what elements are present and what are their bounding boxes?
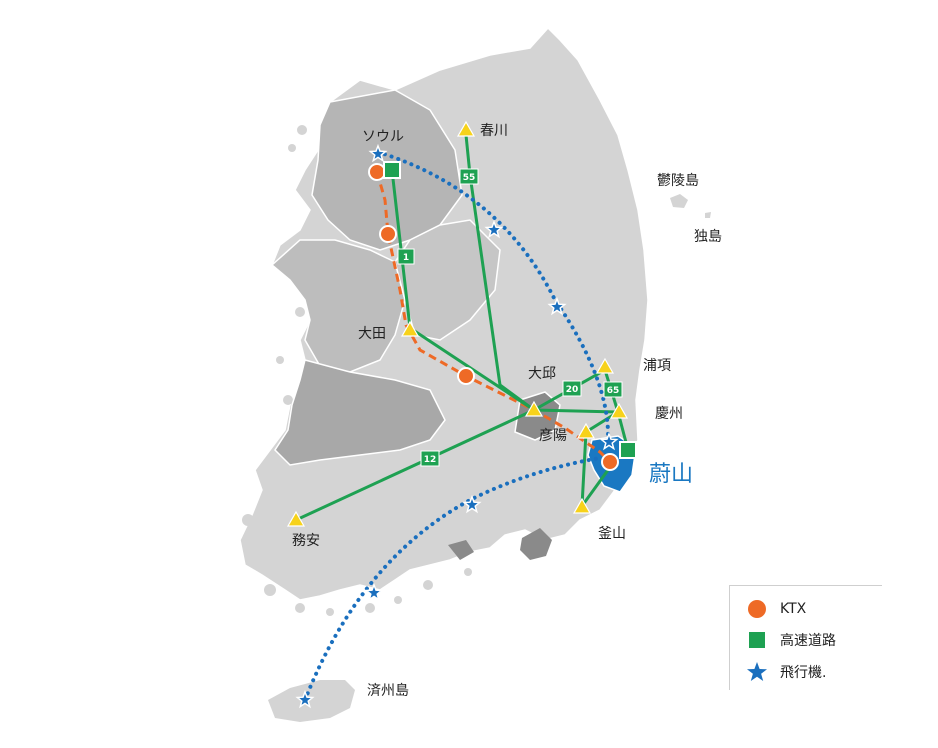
island [365, 603, 375, 613]
city-label-eonyang: 彦陽 [539, 428, 567, 444]
island [297, 125, 307, 135]
island [253, 540, 263, 550]
city-label-gyeongju: 慶州 [655, 406, 683, 422]
city-label-chuncheon: 春川 [480, 123, 508, 139]
highway-square-marker [383, 161, 401, 179]
highway-number: 65 [607, 386, 620, 396]
legend-item-highway: 高速道路 [746, 629, 836, 651]
highway-number: 55 [463, 173, 476, 183]
city-label-daegu: 大邱 [528, 366, 556, 382]
city-label-seoul: ソウル [362, 129, 404, 145]
highway-number: 12 [424, 455, 437, 465]
ulleungdo [670, 194, 688, 208]
legend-item-airplane: 飛行機. [746, 661, 826, 683]
airport-star-marker [295, 689, 315, 709]
highway-number: 1 [403, 253, 409, 263]
namhae-island [448, 540, 474, 560]
highway-badge-12: 12 [420, 450, 440, 467]
legend-label-ktx: KTX [780, 601, 807, 617]
island [295, 307, 305, 317]
geoje-island [520, 528, 552, 560]
island [326, 608, 334, 616]
city-label-jeju: 済州島 [367, 683, 409, 699]
ktx-route-line [375, 171, 612, 464]
city-triangle-marker [609, 402, 629, 419]
highway-badge-20: 20 [562, 380, 582, 397]
highway-55 [464, 134, 535, 412]
highway-square-icon [746, 629, 768, 651]
highway-square-marker [619, 441, 637, 459]
city-label-dokdo: 独島 [694, 229, 722, 245]
city-triangle-marker [572, 497, 592, 514]
island [394, 596, 402, 604]
highway-badge-65: 65 [603, 381, 623, 398]
jeolla-region [274, 359, 446, 466]
dokdo [705, 212, 711, 218]
highway-labels: 55 1 20 65 12 [397, 168, 623, 467]
island [464, 568, 472, 576]
island [242, 514, 254, 526]
chungbuk-region [394, 219, 501, 341]
airport-star-marker [484, 219, 504, 239]
airport-star-marker [462, 494, 482, 514]
airport-star-marker [364, 582, 384, 602]
airport-star-marker [368, 143, 388, 163]
legend: KTX 高速道路 飛行機. [729, 585, 882, 690]
island [283, 395, 293, 405]
regions [270, 89, 637, 560]
island [288, 144, 296, 152]
city-triangle-marker [456, 120, 476, 137]
ktx-dot-icon [746, 598, 768, 620]
city-label-daejeon: 大田 [358, 326, 386, 342]
city-triangle-marker [576, 422, 596, 439]
highway-number: 20 [566, 385, 579, 395]
legend-label-airplane: 飛行機. [780, 665, 827, 681]
jeju-island [268, 680, 355, 722]
city-label-mokpo: 務安 [292, 533, 320, 549]
airport-star-marker [599, 431, 619, 451]
ktx-station-marker [379, 225, 397, 243]
island [423, 580, 433, 590]
flight-routes [303, 150, 611, 702]
airport-stars [295, 143, 619, 709]
airport-star-marker [547, 296, 567, 316]
island [295, 603, 305, 613]
island [264, 584, 276, 596]
highway-markers [383, 161, 637, 459]
city-triangle-marker [524, 400, 544, 417]
ktx-station-marker [368, 163, 386, 181]
city-labels: ソウル 春川 鬱陵島 独島 大田 大邱 浦項 慶州 彦陽 蔚山 務安 釜山 済州… [292, 123, 722, 699]
ktx-station-marker [601, 453, 619, 471]
star-icon [746, 661, 768, 683]
city-label-pohang: 浦項 [643, 358, 671, 374]
highway-badge-1: 1 [397, 248, 415, 265]
city-triangles [286, 120, 629, 527]
city-triangle-marker [286, 510, 306, 527]
city-label-busan: 釜山 [598, 526, 626, 542]
highway-12 [295, 408, 535, 522]
island [276, 356, 284, 364]
ktx-station-marker [457, 367, 475, 385]
highway-badge-55: 55 [459, 168, 479, 185]
chungnam-region [270, 239, 406, 373]
city-triangle-marker [595, 357, 615, 374]
city-label-ulsan: 蔚山 [649, 462, 693, 487]
legend-label-highway: 高速道路 [780, 633, 836, 649]
legend-item-ktx: KTX [746, 598, 806, 620]
city-label-ulleungdo: 鬱陵島 [657, 173, 699, 189]
flight-route-jeju [303, 456, 602, 702]
city-triangle-marker [400, 320, 420, 337]
ktx-stations [368, 163, 619, 471]
